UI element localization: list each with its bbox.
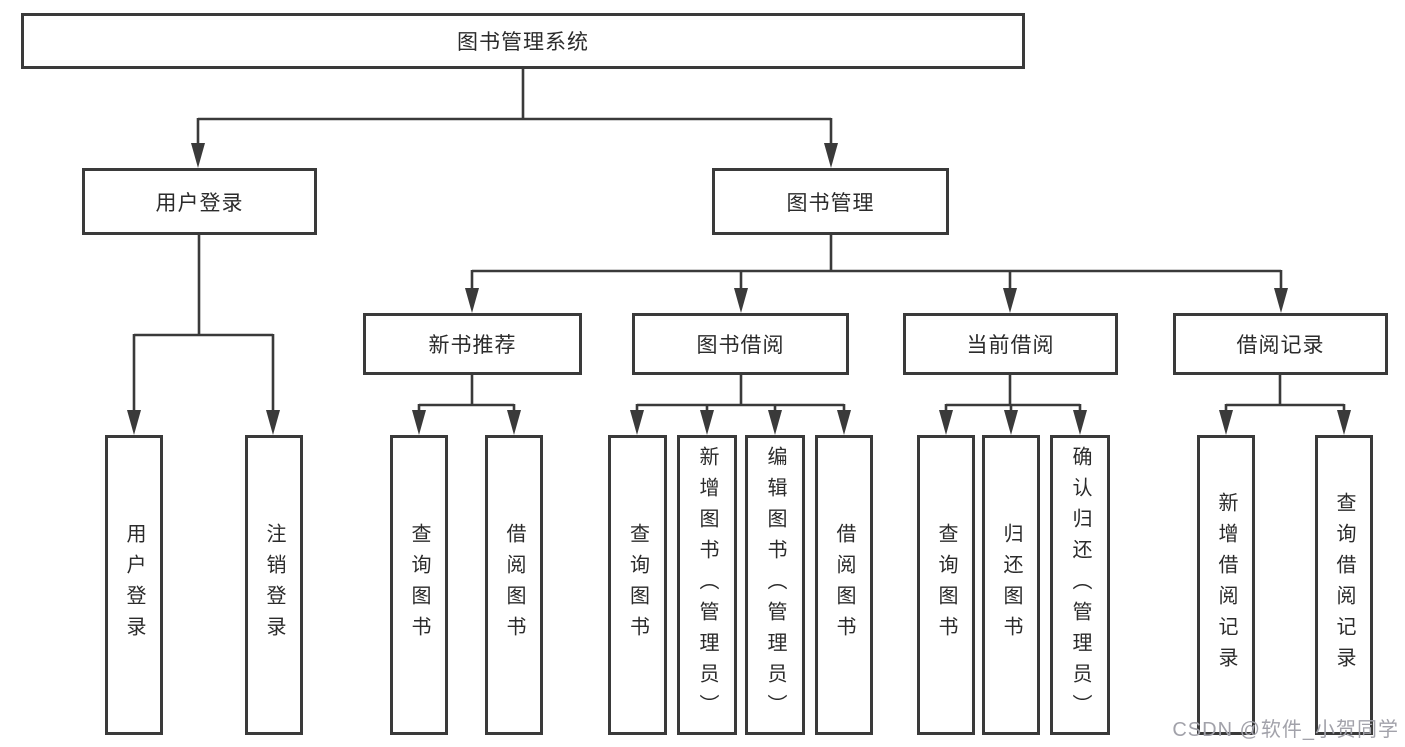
node-borrow-record-label: 借阅记录 [1236,334,1325,357]
leaf-query-borrow-record: 查询借阅记录 [1315,435,1373,735]
node-book-borrow: 图书借阅 [632,313,849,375]
leaf-recommend-borrow-book: 借阅图书 [485,435,543,735]
leaf-logout-label: 注销登录 [263,523,285,647]
csdn-watermark: CSDN @软件_小贺同学 [1172,719,1399,741]
leaf-add-borrow-record-label: 新增借阅记录 [1215,492,1237,678]
leaf-recommend-query-book-label: 查询图书 [408,523,430,647]
leaf-recommend-borrow-book-label: 借阅图书 [503,523,525,647]
node-new-book-recommend: 新书推荐 [363,313,582,375]
leaf-query-borrow-record-label: 查询借阅记录 [1333,492,1355,678]
node-current-borrow-label: 当前借阅 [966,334,1055,357]
leaf-logout: 注销登录 [245,435,303,735]
leaf-recommend-query-book: 查询图书 [390,435,448,735]
leaf-edit-book-admin-label: 编辑图书（管理员） [764,445,786,725]
leaf-confirm-return-admin: 确认归还（管理员） [1050,435,1110,735]
leaf-add-book-admin: 新增图书（管理员） [677,435,737,735]
node-borrow-record: 借阅记录 [1173,313,1388,375]
leaf-current-query-book: 查询图书 [917,435,975,735]
node-book-borrow-label: 图书借阅 [696,334,785,357]
leaf-add-borrow-record: 新增借阅记录 [1197,435,1255,735]
arrowhead-icons [127,143,1351,435]
leaf-return-book-label: 归还图书 [1000,523,1022,647]
leaf-borrow-book-label: 借阅图书 [833,523,855,647]
leaf-current-query-book-label: 查询图书 [935,523,957,647]
node-root-label: 图书管理系统 [457,31,589,54]
leaf-borrow-book: 借阅图书 [815,435,873,735]
node-book-management: 图书管理 [712,168,949,235]
node-current-borrow: 当前借阅 [903,313,1118,375]
leaf-add-book-admin-label: 新增图书（管理员） [696,445,718,725]
node-book-management-label: 图书管理 [786,191,875,215]
leaf-confirm-return-admin-label: 确认归还（管理员） [1069,445,1091,725]
node-user-login: 用户登录 [82,168,317,235]
leaf-return-book: 归还图书 [982,435,1040,735]
node-new-book-recommend-label: 新书推荐 [428,334,517,357]
node-root-library-system: 图书管理系统 [21,13,1025,69]
node-user-login-label: 用户登录 [155,191,244,215]
leaf-user-login: 用户登录 [105,435,163,735]
leaf-edit-book-admin: 编辑图书（管理员） [745,435,805,735]
leaf-user-login-label: 用户登录 [123,523,145,647]
leaf-borrow-query-book-label: 查询图书 [626,523,649,647]
leaf-borrow-query-book: 查询图书 [608,435,667,735]
